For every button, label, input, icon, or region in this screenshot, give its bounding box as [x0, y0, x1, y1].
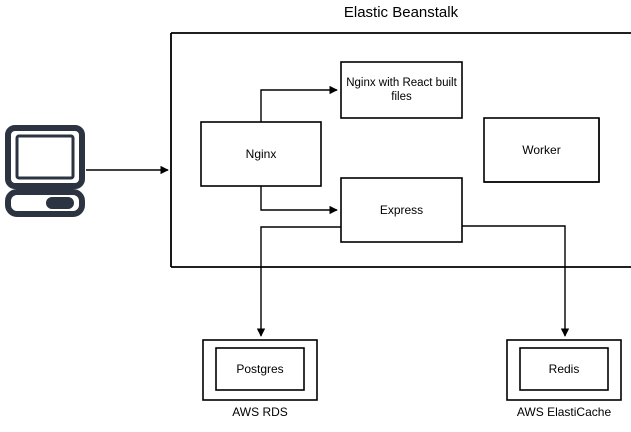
desktop-computer-icon	[5, 125, 85, 217]
node-nginx-react	[340, 61, 463, 119]
node-redis	[519, 347, 609, 391]
node-postgres	[215, 347, 305, 391]
node-worker	[483, 117, 600, 183]
elastic-beanstalk-container	[170, 32, 631, 268]
node-express	[340, 177, 463, 243]
edge-worker-to-redis	[484, 118, 600, 183]
group-label-aws-elasticache: AWS ElastiCache	[516, 405, 612, 419]
node-nginx	[200, 121, 322, 187]
page-title: Elastic Beanstalk	[343, 4, 459, 21]
edge-nginx-to-express	[260, 186, 338, 215]
edge-express-to-postgres	[256, 226, 341, 337]
edge-nginx-to-nginx-react	[260, 85, 338, 122]
edge-express-to-redis	[462, 225, 570, 337]
group-label-aws-rds: AWS RDS	[232, 405, 288, 419]
